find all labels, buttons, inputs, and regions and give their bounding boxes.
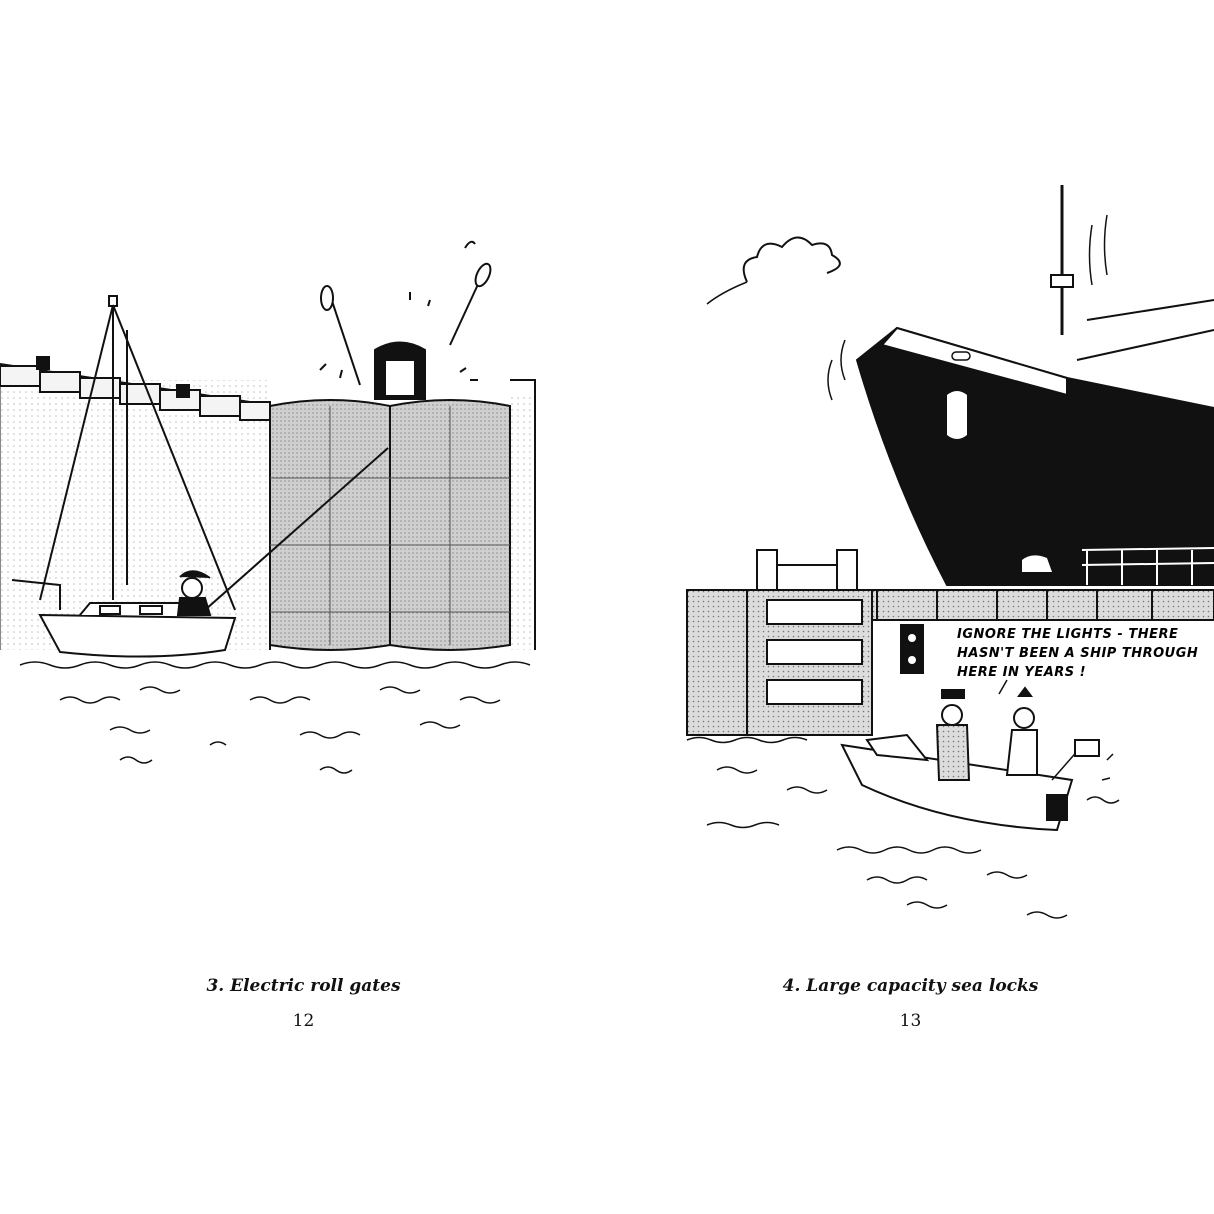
right-page: IGNORE THE LIGHTS - THERE HASN'T BEEN A … [607,0,1214,1214]
splash [319,240,492,400]
flag-icon [1074,739,1100,757]
left-page: 3. Electric roll gates 12 [0,240,536,1031]
speech-line-3: HERE IN YEARS ! [957,665,1086,680]
sailboat [11,295,389,658]
caption: 3. Electric roll gates [206,976,401,996]
speech-line-1: IGNORE THE LIGHTS - THERE [957,627,1178,642]
ship [827,185,1214,586]
speech-line-2: HASN'T BEEN A SHIP THROUGH [957,646,1198,661]
quay [686,549,1214,736]
page-number: 13 [899,1011,922,1031]
page-number: 12 [292,1011,315,1031]
water [686,736,1120,919]
electric-roll-gates-illustration [0,240,536,774]
motor-boat [840,686,1100,832]
water [19,661,531,774]
caption: 4. Large capacity sea locks [782,976,1039,996]
cloud-icon [742,236,841,283]
bollard-icon [36,356,50,370]
speech-bubble: IGNORE THE LIGHTS - THERE HASN'T BEEN A … [957,627,1198,695]
bollard-icon [176,384,190,398]
sea-lock-illustration: IGNORE THE LIGHTS - THERE HASN'T BEEN A … [686,185,1214,919]
roll-gates [269,399,511,651]
